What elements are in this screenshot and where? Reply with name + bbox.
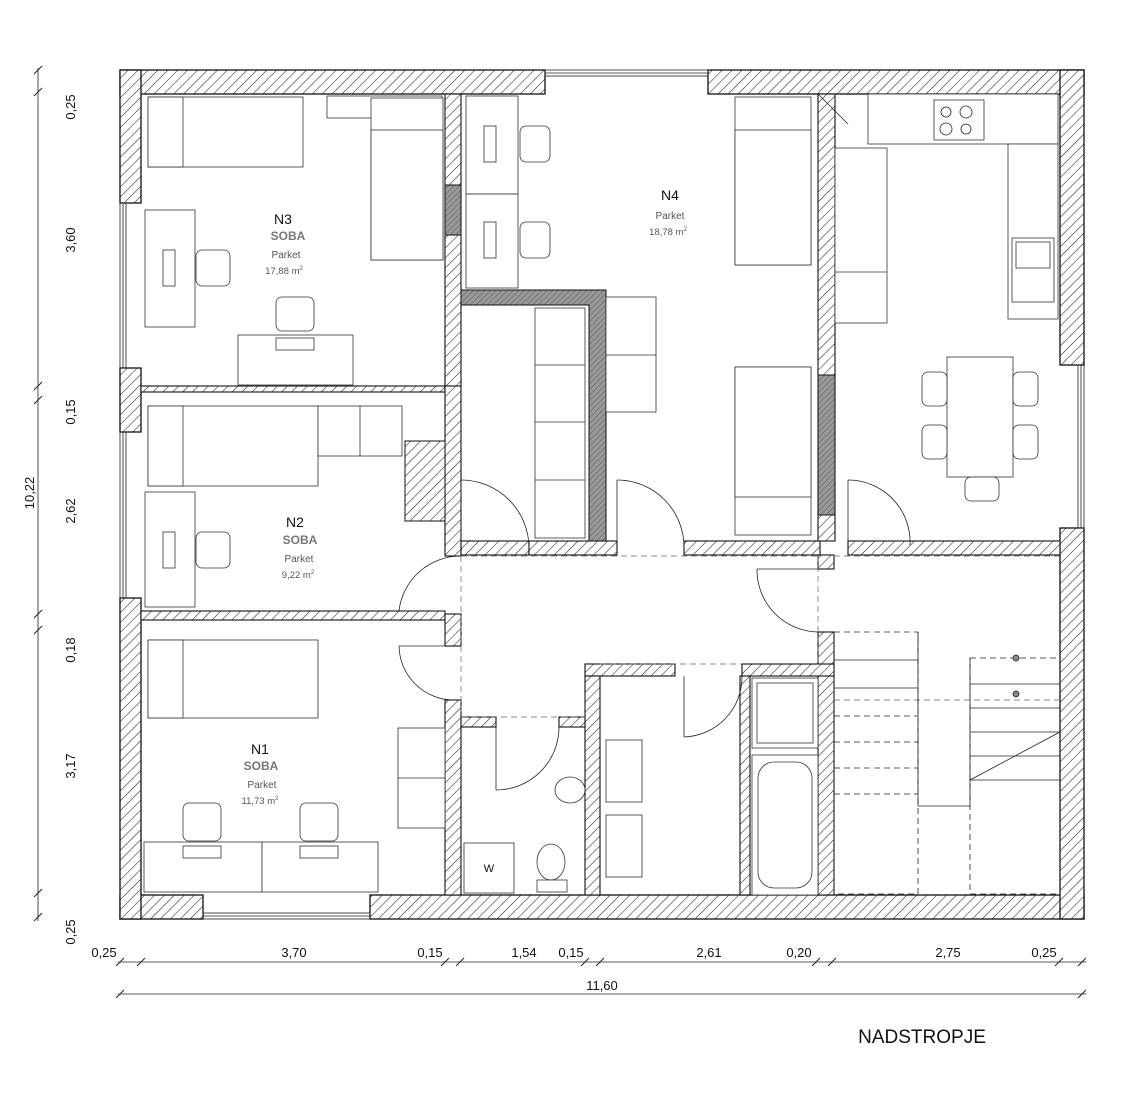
dim-left-1: 0,25: [63, 94, 78, 119]
dim-total-height: 10,22: [22, 477, 37, 510]
interior-walls: [140, 93, 1061, 896]
dim-total-width: 11,60: [586, 978, 618, 993]
dim-left-2: 3,60: [63, 227, 78, 252]
room-name: N1: [251, 741, 269, 757]
room-area: 18,78 m2: [649, 227, 687, 238]
room-area: 9,22 m2: [282, 570, 315, 581]
dim-left-7: 0,25: [63, 919, 78, 944]
dim-bottom-1: 0,25: [91, 945, 116, 960]
doors: [398, 93, 911, 791]
dim-bottom-4: 1,54: [511, 945, 536, 960]
dim-bottom-3: 0,15: [417, 945, 442, 960]
left-dimensions: 0,25 3,60 0,15 2,62 0,18 3,17 0,25 10,22: [22, 94, 78, 944]
dim-bottom-9: 0,25: [1031, 945, 1056, 960]
room-area: 17,88 m2: [265, 266, 303, 277]
dim-left-6: 3,17: [63, 753, 78, 778]
keyboards: [162, 125, 497, 859]
staircase: [833, 631, 1061, 895]
hob-burners: [939, 105, 973, 136]
dim-left-3: 0,15: [63, 399, 78, 424]
exterior-walls: [119, 69, 1085, 920]
room-name: N4: [661, 187, 679, 203]
bottom-dimensions: 0,25 3,70 0,15 1,54 0,15 2,61 0,20 2,75 …: [91, 945, 1056, 993]
furniture: [143, 93, 1059, 896]
n4-partition: [444, 184, 836, 542]
dim-bottom-2: 3,70: [281, 945, 306, 960]
dim-bottom-5: 0,15: [558, 945, 583, 960]
dimension-lines: [33, 65, 1087, 999]
room-floor: Parket: [656, 211, 685, 222]
windows: [119, 69, 1085, 920]
dim-bottom-8: 2,75: [935, 945, 960, 960]
dim-left-5: 0,18: [63, 637, 78, 662]
dim-bottom-7: 0,20: [786, 945, 811, 960]
room-label-n3: N3 SOBA Parket 17,88 m2: [265, 211, 306, 277]
washer-label: W: [484, 863, 495, 875]
room-type: SOBA: [283, 533, 318, 547]
dim-bottom-6: 2,61: [696, 945, 721, 960]
dim-left-4: 2,62: [63, 498, 78, 523]
chairs: [182, 125, 1039, 842]
room-name: N2: [286, 514, 304, 530]
room-type: SOBA: [271, 229, 306, 243]
room-name: N3: [274, 211, 292, 227]
room-label-n2: N2 SOBA Parket 9,22 m2: [282, 514, 318, 581]
plan-title: NADSTROPJE: [858, 1027, 986, 1048]
room-type: SOBA: [244, 759, 279, 773]
room-floor: Parket: [285, 554, 314, 565]
room-floor: Parket: [272, 250, 301, 261]
room-label-n1: N1 SOBA Parket 11,73 m2: [242, 741, 280, 807]
room-floor: Parket: [248, 780, 277, 791]
room-area: 11,73 m2: [242, 796, 280, 807]
chimney-shaft: [404, 440, 446, 522]
overhead-lines: [460, 555, 1060, 718]
room-label-n4: N4 Parket 18,78 m2: [649, 187, 687, 238]
